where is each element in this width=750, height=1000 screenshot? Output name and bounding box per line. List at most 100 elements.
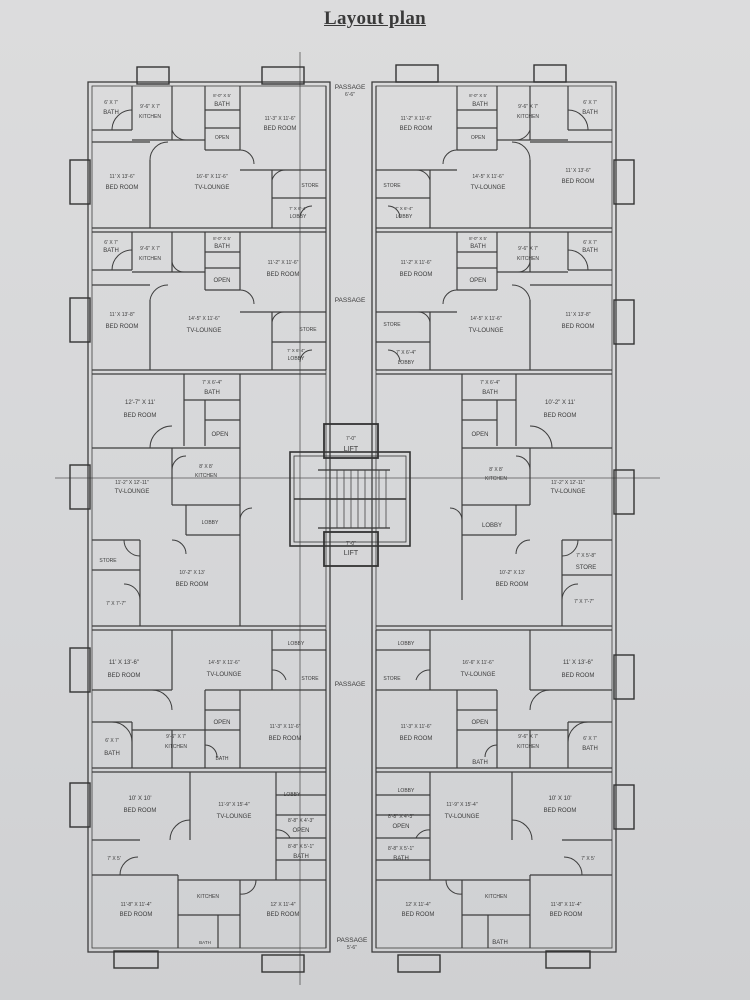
stair-well <box>289 451 411 547</box>
balcony <box>613 469 635 515</box>
a10-bed1-dim-label: 10' X 10' <box>549 796 572 802</box>
a3-kitchen-dim-label: 9'-6" X 7' <box>140 246 160 252</box>
passage-bottom-dim: 5'-6" <box>347 945 357 951</box>
a6-lounge-dim-label: 11'-2" X 12'-11" <box>551 480 585 486</box>
a9-bath3-label: BATH <box>199 940 211 945</box>
a3-lounge-label: TV-LOUNGE <box>187 328 222 334</box>
door-swings <box>111 109 589 895</box>
a5-bed2-label: BED ROOM <box>176 582 209 588</box>
a1-lobby-label: LOBBY <box>290 214 307 220</box>
a6-store-dim-label: 7' X 5'-8" <box>576 553 596 559</box>
a6-open-label: OPEN <box>471 432 488 438</box>
balcony <box>397 954 441 973</box>
passage-top-label: PASSAGE <box>335 84 366 91</box>
a2-open-label: OPEN <box>471 135 486 141</box>
a6-bed2-dim-label: 10'-2" X 13' <box>499 570 524 576</box>
a4-bath1-dim-label: 6' X 7' <box>583 240 597 246</box>
a3-open-label: OPEN <box>213 278 230 284</box>
a2-store-label: STORE <box>383 183 401 189</box>
lift-top-dim: 7'-0" <box>346 436 356 442</box>
interior-walls <box>92 86 612 948</box>
a6-lobby-label: LOBBY <box>482 523 502 529</box>
a6-lounge-label: TV-LOUNGE <box>551 489 586 495</box>
a3-bath2-label: BATH <box>214 244 230 250</box>
a6-bath-dim-label: 7' X 6'-4" <box>480 380 500 386</box>
a1-bath1-dim-label: 6' X 7' <box>104 100 118 106</box>
a2-bath1-label: BATH <box>582 110 598 116</box>
a8-kitchen-label: KITCHEN <box>517 744 539 750</box>
a1-bath1-label: BATH <box>103 110 119 116</box>
a10-bath3-label: BATH <box>492 940 508 946</box>
a10-bed3-dim-label: 12' X 11'-4" <box>406 902 431 908</box>
a4-kitchen-dim-label: 9'-6" X 7' <box>518 246 538 252</box>
a7-bed1-label: BED ROOM <box>269 736 302 742</box>
a8-bath1-dim-label: 6' X 7' <box>583 736 597 742</box>
a5-kitchen-dim-label: 8' X 8' <box>199 464 213 470</box>
a5-lounge-dim-label: 11'-2" X 12'-11" <box>115 480 149 486</box>
a10-bath-dim-label: 8'-8" X 5'-1" <box>388 846 414 852</box>
a5-lounge-label: TV-LOUNGE <box>115 489 150 495</box>
a7-lounge-dim-label: 14'-5" X 11'-6" <box>208 660 239 666</box>
right-wing-wall <box>371 81 617 953</box>
a7-bed2-label: BED ROOM <box>108 673 141 679</box>
a3-lobby-label: LOBBY <box>288 356 305 362</box>
a4-lounge-label: TV-LOUNGE <box>469 328 504 334</box>
stair-treads <box>329 470 387 528</box>
a4-bed2-label: BED ROOM <box>562 324 595 330</box>
a3-bath1-label: BATH <box>103 248 119 254</box>
a5-bath-label: BATH <box>204 390 220 396</box>
a4-bed2-dim-label: 11' X 13'-8" <box>566 312 591 318</box>
a2-bath1-dim-label: 6' X 7' <box>583 100 597 106</box>
apartment-labels: 6' X 7' BATH 9'-6" X 7' KITCHEN 8'-0" X 5' BA… <box>99 93 597 946</box>
a5-bed2-dim-label: 10'-2" X 13' <box>179 570 204 576</box>
a1-store-label: STORE <box>301 183 319 189</box>
a8-bed2-dim-label: 11' X 13'-6" <box>563 660 593 666</box>
a1-bath2-dim-label: 8'-0" X 5' <box>213 93 231 98</box>
a8-store-label: STORE <box>383 676 401 682</box>
a3-bed1-label: BED ROOM <box>267 272 300 278</box>
a8-bed2-label: BED ROOM <box>562 673 595 679</box>
balcony <box>69 647 91 693</box>
a6-bed1-dim-label: 10'-2" X 11' <box>545 400 575 406</box>
a2-kitchen-dim-label: 9'-6" X 7' <box>518 104 538 110</box>
a2-bath2-dim-label: 8'-0" X 5' <box>469 93 487 98</box>
a7-bed2-dim-label: 11' X 13'-6" <box>109 660 139 666</box>
balcony <box>69 159 91 205</box>
a5-bath2-dim-label: 7' X 7'-7" <box>106 601 126 607</box>
a9-bed1-label: BED ROOM <box>124 808 157 814</box>
a7-store-label: STORE <box>301 676 319 682</box>
a1-bath2-label: BATH <box>214 102 230 108</box>
balcony <box>136 66 170 85</box>
a5-bed1-dim-label: 12'-7" X 11' <box>125 400 155 406</box>
a6-bath2-dim-label: 7' X 7'-7" <box>574 599 594 605</box>
left-wing-wall-inner <box>91 85 327 949</box>
a7-open-label: OPEN <box>213 720 230 726</box>
a1-bed2-dim-label: 11' X 13'-6" <box>110 174 135 180</box>
a4-bed1-dim-label: 11'-2" X 11'-6" <box>401 260 432 266</box>
a6-bed2-label: BED ROOM <box>496 582 529 588</box>
a9-lobby-label: LOBBY <box>284 792 301 798</box>
a2-bath2-label: BATH <box>472 102 488 108</box>
balcony <box>261 954 305 973</box>
a8-bed1-dim-label: 11'-3" X 11'-6" <box>401 724 432 730</box>
a1-open-label: OPEN <box>215 135 230 141</box>
right-wing-wall-inner <box>375 85 613 949</box>
lift-bottom-label: LIFT <box>344 550 359 557</box>
a2-bed1-label: BED ROOM <box>400 126 433 132</box>
a9-bed2-dim-label: 11'-8" X 11'-4" <box>121 902 152 908</box>
balcony <box>613 299 635 345</box>
a8-lounge-dim-label: 16'-6" X 11'-6" <box>462 660 493 666</box>
a9-open-label: OPEN <box>292 828 309 834</box>
a6-kitchen-dim-label: 8' X 8' <box>489 467 503 473</box>
a8-lobby-label: LOBBY <box>398 641 415 647</box>
lift-top <box>323 423 379 459</box>
a7-bath1-label: BATH <box>104 751 120 757</box>
a3-bed1-dim-label: 11'-2" X 11'-6" <box>268 260 299 266</box>
a3-bath2-dim-label: 8'-0" X 5' <box>213 236 231 241</box>
a7-lobby-label: LOBBY <box>288 641 305 647</box>
a6-bed1-label: BED ROOM <box>544 413 577 419</box>
lift-bottom <box>323 531 379 567</box>
a3-lounge-dim-label: 14'-5" X 11'-6" <box>188 316 219 322</box>
